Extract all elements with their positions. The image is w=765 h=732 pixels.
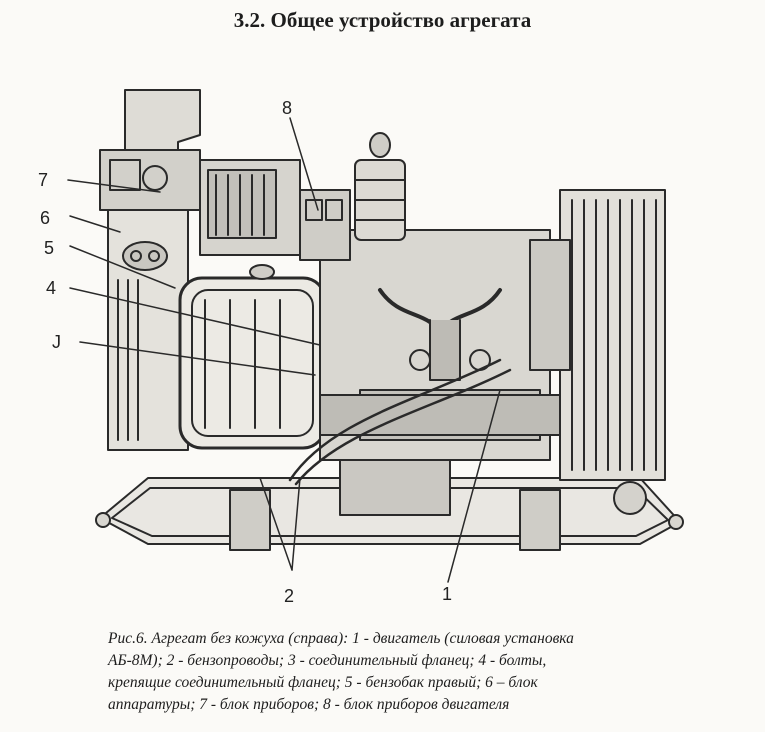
leader-lines [67,117,501,583]
section-heading: 3.2. Общее устройство агрегата [233,8,532,32]
caption-line-2: АБ-8М); 2 - бензопроводы; 3 - соединител… [108,652,547,669]
fuel-tank [178,264,327,450]
callout-1: 1 [442,584,452,604]
radiator [529,189,666,515]
caption-line-3: крепящие соединительный фланец; 5 - бенз… [108,674,538,691]
callout-2: 2 [284,586,294,606]
figure-caption: Рис.6. Агрегат без кожуха (справа): 1 - … [108,628,698,716]
callout-4: 4 [46,278,56,298]
apparatus-block [99,89,201,451]
generator-illustration: 7 6 5 4 J 8 2 1 [0,60,765,620]
caption-line-1: Рис.6. Агрегат без кожуха (справа): 1 - … [108,630,574,647]
callout-3: J [52,332,61,352]
fuel-lines [288,358,512,486]
callout-7: 7 [38,170,48,190]
callout-6: 6 [40,208,50,228]
caption-line-4: аппаратуры; 7 - блок приборов; 8 - блок … [108,696,510,713]
instrument-box [199,159,301,256]
callout-5: 5 [44,238,54,258]
air-filter [354,132,406,241]
engine-instrument-block [299,189,351,261]
callout-8: 8 [282,98,292,118]
